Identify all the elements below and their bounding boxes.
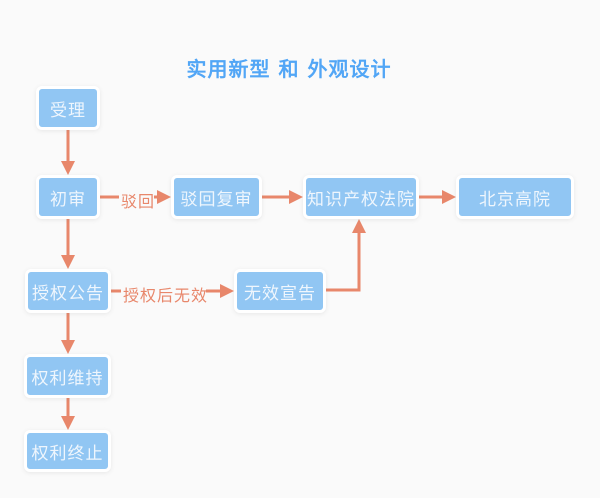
arrow-right-maintained-to-right-terminated: [61, 398, 75, 430]
arrow-rejection-reexam-to-ip-court: [262, 190, 303, 204]
node-right-maintained: 权利维持: [24, 354, 111, 398]
arrow-invalidation-to-ip-court: [326, 219, 366, 292]
edge-label-rejected: 驳回: [121, 192, 156, 211]
node-acceptance: 受理: [36, 86, 100, 130]
node-rejection-reexamination: 驳回复审: [171, 175, 262, 219]
node-right-terminated: 权利终止: [24, 430, 111, 472]
node-grant-announcement: 授权公告: [25, 269, 111, 313]
node-preliminary-examination: 初审: [36, 175, 100, 219]
edge-label-invalid-after-grant: 授权后无效: [123, 286, 209, 305]
node-invalidation-declaration: 无效宣告: [234, 269, 326, 313]
arrow-ip-court-to-beijing-high-court: [419, 190, 456, 204]
node-beijing-high-court: 北京高院: [456, 175, 574, 219]
arrow-grant-announcement-to-right-maintained: [61, 313, 75, 354]
arrow-acceptance-to-preliminary: [61, 130, 75, 175]
node-ip-court: 知识产权法院: [303, 175, 419, 219]
arrow-preliminary-to-grant-announcement: [61, 219, 75, 269]
diagram-title: 实用新型 和 外观设计: [186, 57, 392, 81]
